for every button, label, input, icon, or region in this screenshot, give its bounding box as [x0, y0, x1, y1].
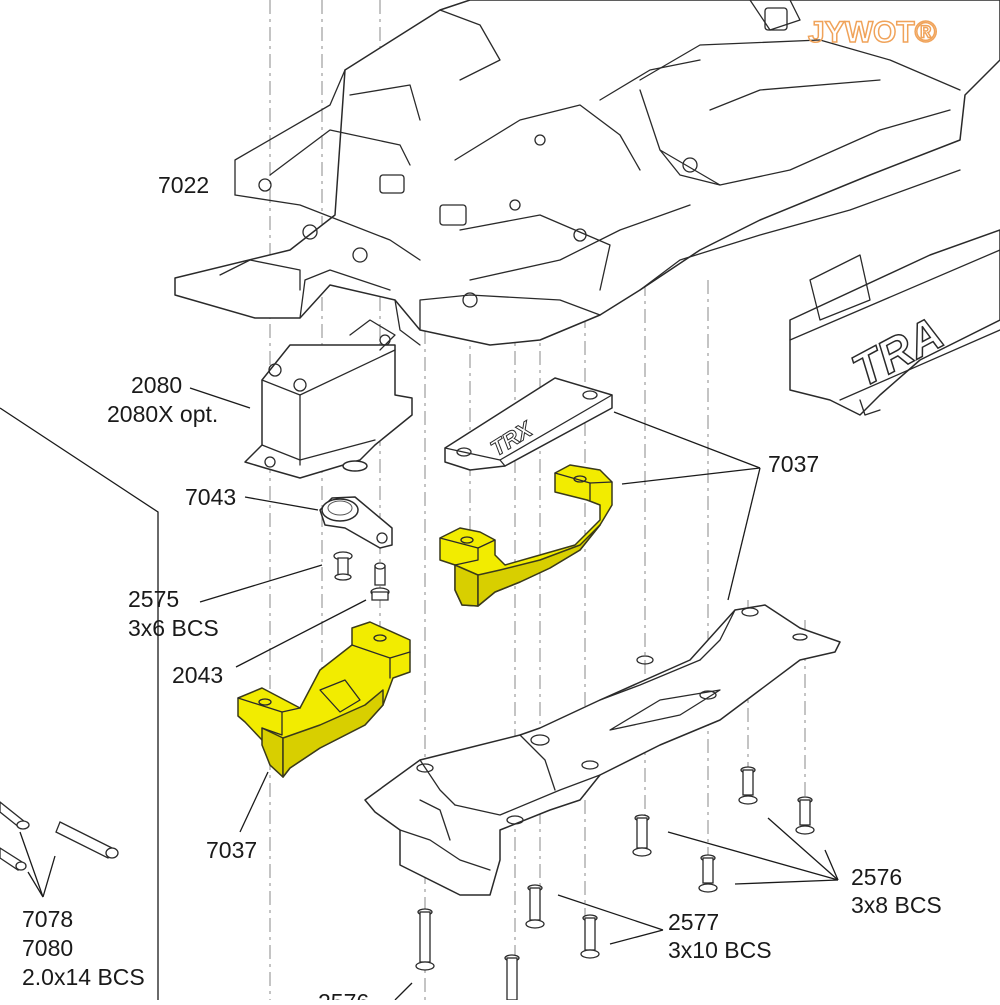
label-chassis: 7022: [158, 172, 209, 198]
servo-mount-lower: [237, 621, 411, 778]
servo-mount-upper: [439, 464, 613, 607]
label-pin-a: 7078: [22, 906, 73, 932]
servo: [244, 319, 413, 479]
label-mount-lower: 7037: [206, 837, 257, 863]
screws-3x8: [632, 766, 815, 893]
leader-lines: [0, 387, 839, 1001]
label-pin-b: 7080: [22, 935, 73, 961]
label-mount-upper: 7037: [768, 451, 819, 477]
servo-horn: [319, 496, 393, 549]
servo-saver-post: [370, 562, 390, 601]
trx-plate: TRX: [444, 377, 613, 471]
label-servo-option: 2080X opt.: [107, 401, 218, 427]
pins: [0, 801, 119, 871]
label-screw-3x8-spec: 3x8 BCS: [851, 892, 942, 918]
label-screw-3x8: 2576: [851, 864, 902, 890]
body-side: TRA: [789, 229, 1000, 416]
skid-plate: [364, 604, 841, 896]
label-screw-3x6-spec: 3x6 BCS: [128, 615, 219, 641]
label-servo-saver-post: 2043: [172, 662, 223, 688]
part-labels: 7022 2080 2080X opt. 7043 2575 3x6 BCS 2…: [22, 172, 942, 1005]
watermark: JYWOT®: [808, 16, 937, 49]
label-pin-spec: 2.0x14 BCS: [22, 964, 145, 990]
label-servo: 2080: [131, 372, 182, 398]
screws-3x10: [415, 884, 600, 1001]
label-screw-3x6: 2575: [128, 586, 179, 612]
label-servo-horn: 7043: [185, 484, 236, 510]
label-screw-3x10-spec: 3x10 BCS: [668, 937, 772, 963]
chassis-tub: [174, 0, 1000, 346]
label-screw-3x10: 2577: [668, 909, 719, 935]
screw-3x6: [333, 551, 353, 581]
label-bottom-partial: 2576: [318, 989, 369, 1000]
